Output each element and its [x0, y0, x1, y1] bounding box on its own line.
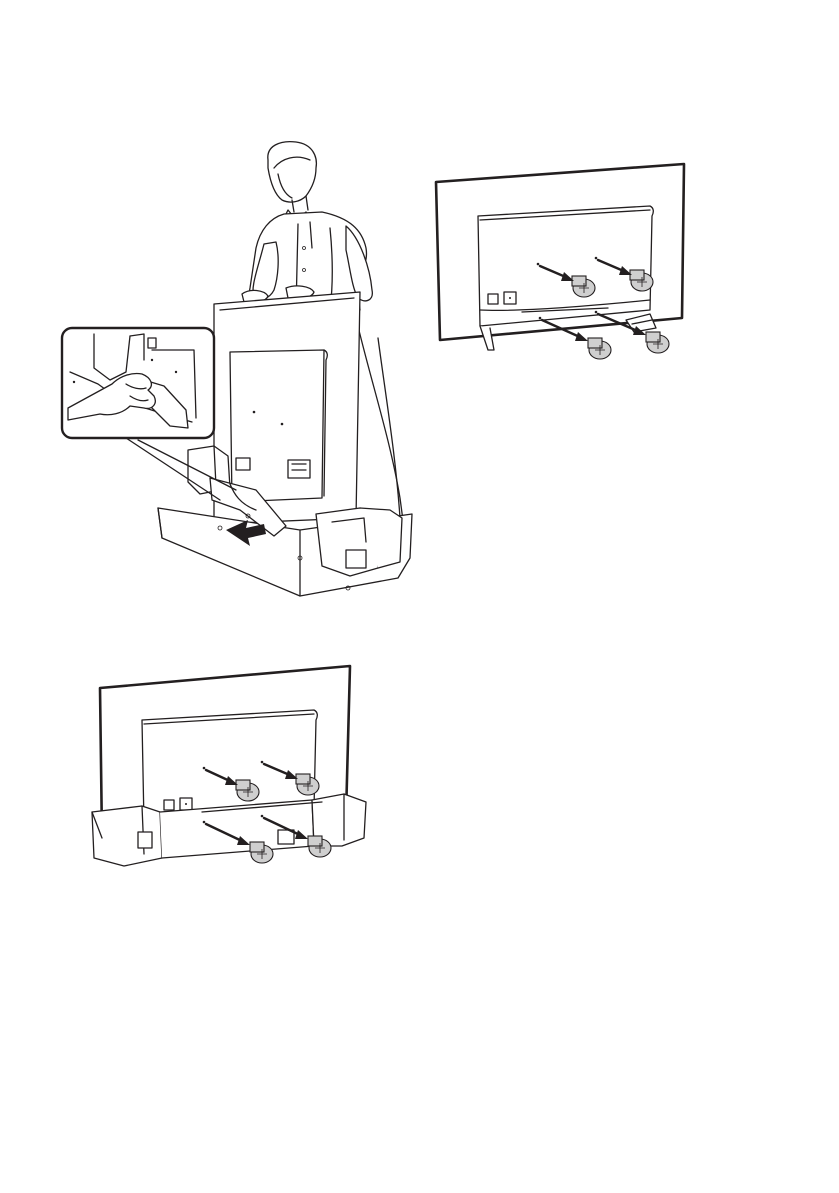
unpack-tv-illustration: [60, 138, 412, 598]
box-screws-illustration: [82, 662, 372, 890]
box-screws-drawing: [82, 662, 372, 890]
unpack-tv-drawing: [60, 138, 412, 598]
stand-screws-illustration: [430, 160, 695, 372]
stand-screws-drawing: [430, 160, 695, 372]
tv-back-icon: [436, 164, 684, 340]
